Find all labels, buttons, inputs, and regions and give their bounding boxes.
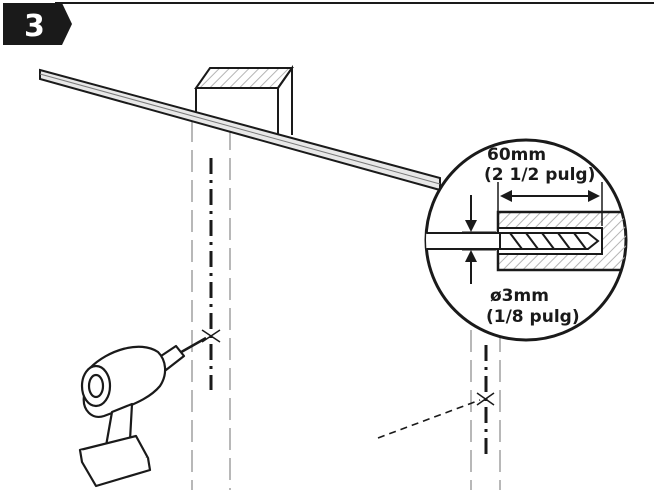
drill-bit (426, 232, 600, 250)
left-hole-mark (201, 329, 221, 343)
right-hole-mark (476, 392, 495, 406)
diameter-in-label: (1/8 pulg) (486, 307, 580, 327)
depth-in-label: (2 1/2 pulg) (484, 165, 595, 185)
second-hole-path (377, 399, 481, 439)
diameter-mm-label: ø3mm (490, 286, 549, 306)
cordless-drill-icon (78, 336, 207, 488)
detail-callout: 60mm (2 1/2 pulg) ø3mm (1/8 pulg) (424, 138, 628, 342)
step-number: 3 (24, 9, 45, 44)
step-badge: 3 (3, 3, 72, 45)
depth-mm-label: 60mm (487, 145, 546, 165)
